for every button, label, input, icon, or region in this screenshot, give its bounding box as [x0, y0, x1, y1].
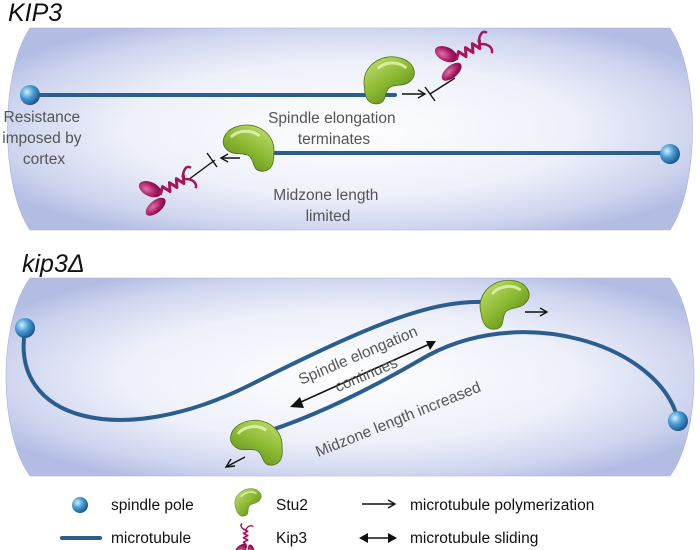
top-panel: KIP3 Resist [2, 0, 693, 231]
legend-polymerization-arrow-icon [362, 499, 397, 509]
legend-stu2-icon [234, 487, 263, 518]
top-elongation-note: Spindle elongation terminates [268, 110, 400, 148]
legend-polymerization-label: microtubule polymerization [410, 497, 594, 514]
bottom-upper-polymerization-arrow [525, 307, 549, 317]
legend-sliding-arrow-icon [359, 533, 397, 543]
top-midzone-note: Midzone length limited [273, 187, 382, 225]
top-lower-kip3-inhibition-bar [187, 152, 218, 181]
top-right-spindle-pole [660, 144, 680, 164]
bottom-left-microtubule [21, 299, 487, 422]
top-upper-polymerization-arrow [402, 89, 427, 99]
bottom-right-spindle-pole [668, 411, 688, 431]
legend-microtubule-label: microtubule [111, 530, 191, 547]
top-panel-title: KIP3 [8, 0, 62, 27]
top-left-spindle-pole [20, 85, 40, 105]
legend-spindle-pole-label: spindle pole [111, 497, 194, 514]
bottom-left-spindle-pole [15, 318, 35, 338]
resistance-note: Resistance imposed by cortex [2, 109, 86, 168]
bottom-right-microtubule [243, 330, 680, 440]
legend-kip3-icon [232, 522, 257, 550]
legend-stu2-label: Stu2 [276, 497, 308, 514]
bottom-panel: kip3Δ Spindle elongation continu [5, 250, 695, 478]
legend-sliding-label: microtubule sliding [410, 530, 538, 547]
legend: spindle pole microtubule Stu2 Kip3 micro… [60, 487, 594, 550]
top-lower-polymerization-arrow [219, 153, 240, 163]
bottom-lower-polymerization-arrow [224, 456, 246, 468]
top-upper-kip3-inhibition-bar [424, 77, 456, 102]
bottom-panel-title: kip3Δ [22, 250, 85, 278]
legend-spindle-pole-icon [72, 497, 88, 513]
bottom-sliding-double-arrow [290, 341, 436, 408]
legend-kip3-label: Kip3 [276, 530, 307, 547]
bottom-cell-body [5, 277, 695, 477]
